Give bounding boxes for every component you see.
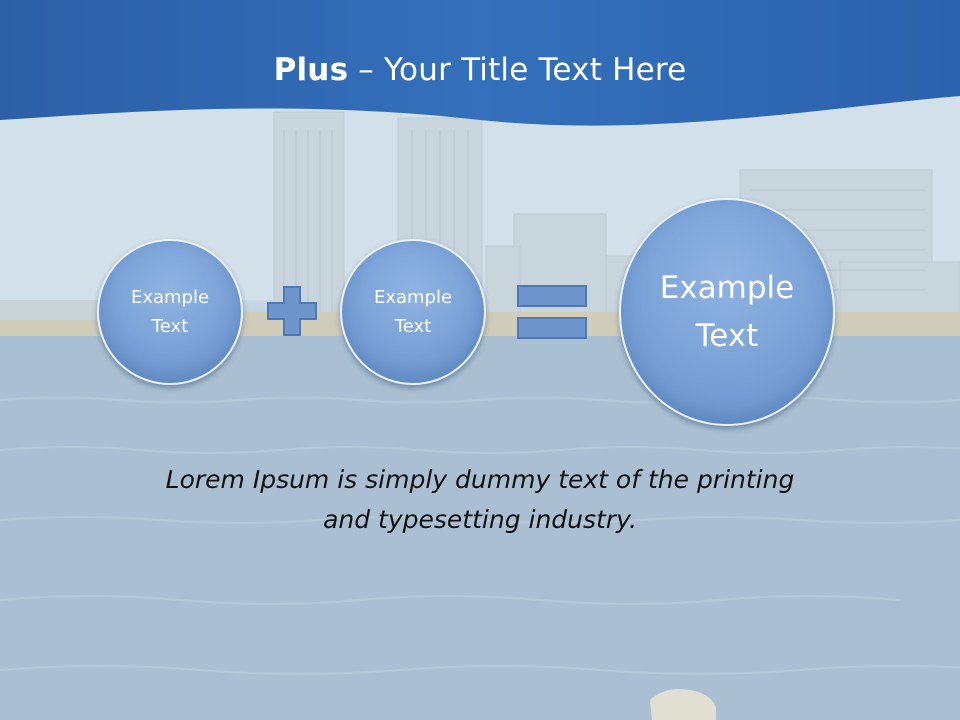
title-banner: [0, 0, 960, 126]
circle-2-line-1: Example: [373, 287, 453, 308]
example-circle-result: Example Text: [619, 198, 835, 426]
example-circle-1: Example Text: [97, 239, 243, 385]
body-line-2: and typesetting industry.: [323, 505, 637, 534]
slide-title: Plus – Your Title Text Here: [0, 52, 960, 88]
circle-3-line-2: Text: [695, 318, 759, 354]
circle-3-line-1: Example: [659, 270, 795, 306]
title-bold: Plus: [273, 52, 349, 88]
body-line-1: Lorem Ipsum is simply dummy text of the …: [165, 465, 795, 494]
title-rest: – Your Title Text Here: [348, 52, 687, 88]
circle-1-line-1: Example: [130, 287, 210, 308]
circle-2-line-2: Text: [394, 316, 432, 337]
body-text: Lorem Ipsum is simply dummy text of the …: [100, 460, 860, 540]
example-circle-2: Example Text: [340, 239, 486, 385]
circle-1-line-2: Text: [151, 316, 189, 337]
plus-icon: [267, 286, 317, 336]
equals-icon: [517, 285, 587, 339]
